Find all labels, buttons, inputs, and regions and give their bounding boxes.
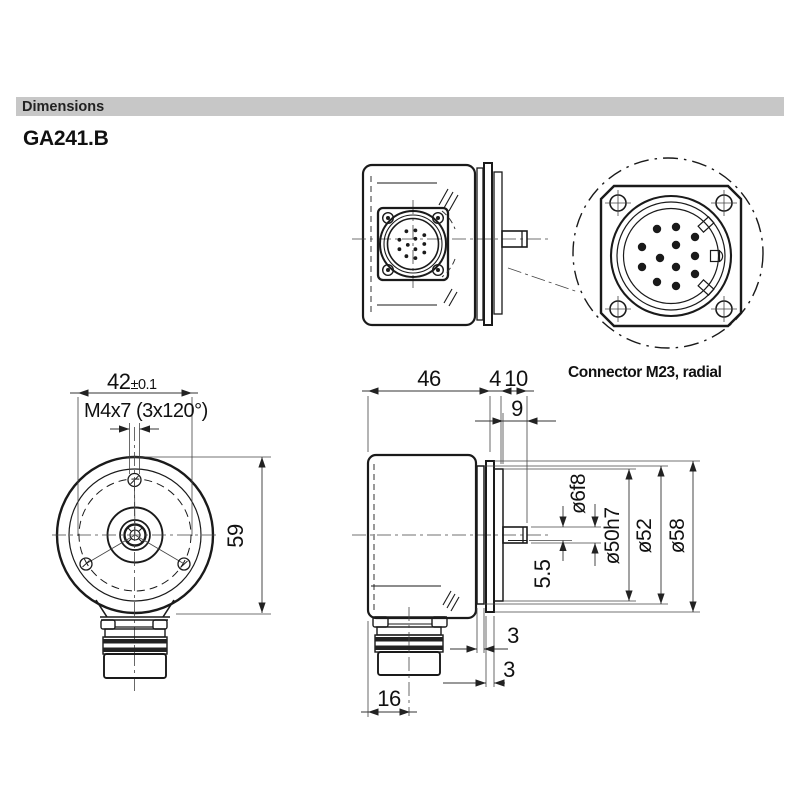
dim-body-length-label: 46: [417, 366, 441, 391]
shaft-dimensions: ø6f8 5.5: [529, 474, 601, 589]
side-view-diameter-dimensions: ø50h7 ø52 ø58: [484, 460, 700, 613]
shaft-slot-cross: [127, 527, 143, 543]
dim-plate-front-label: 3: [507, 623, 519, 648]
connector-pins-large: [637, 222, 700, 291]
front-view-drawing: 42±0.1 M4x7 (3x120°) 59: [52, 369, 271, 694]
front-view-dimensions: 42±0.1 M4x7 (3x120°) 59: [70, 369, 271, 615]
connector-pins-small: [397, 228, 427, 260]
side-connector: [372, 607, 448, 716]
dim-shaft-flat-label: 5.5: [530, 559, 555, 588]
detail-flange-screws: [605, 190, 737, 322]
dim-flange-thickness-label: 4: [489, 366, 501, 391]
dim-plate-rear-label: 3: [503, 657, 515, 682]
dim-ring-diameter-label: ø52: [633, 519, 656, 554]
plate-dimensions: 3 3 16: [361, 621, 520, 717]
top-view-drawing: [352, 162, 579, 327]
section-header-bar: Dimensions: [16, 97, 784, 116]
hatch-marks: [438, 188, 459, 307]
connector-caption: Connector M23, radial: [568, 364, 722, 381]
dim-shaft-diameter-label: ø6f8: [567, 474, 590, 514]
dim-flange-diameter-label: ø58: [666, 519, 689, 554]
side-view-drawing: 46 4 10 9 ø50h7 ø52: [352, 366, 700, 717]
section-header-label: Dimensions: [22, 98, 105, 115]
dim-screw-spec-label: M4x7 (3x120°): [84, 400, 208, 422]
dim-height-label: 59: [223, 524, 248, 548]
side-view-top-dimensions: 46 4 10 9: [362, 366, 556, 523]
side-hatch-marks: [442, 590, 460, 612]
dim-bolt-circle-label: 42±0.1: [107, 369, 157, 394]
mounting-screw-holes: [79, 472, 191, 571]
connector-detail-view: Connector M23, radial: [568, 157, 764, 381]
product-title: GA241.B: [23, 127, 109, 150]
dim-connector-offset-label: 16: [377, 686, 401, 711]
dim-shaft-protrusion-label: 10: [504, 366, 528, 391]
keyway-notches: [697, 215, 724, 297]
front-connector: [95, 599, 175, 679]
dim-spigot-diameter-label: ø50h7: [601, 507, 624, 564]
dim-shaft-usable-label: 9: [511, 396, 523, 421]
